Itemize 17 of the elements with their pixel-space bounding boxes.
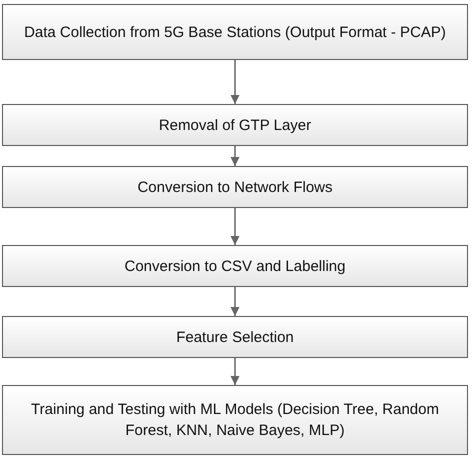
process-box (2, 4, 468, 60)
step-text: Conversion to Network Flows (137, 178, 333, 198)
process-box (2, 385, 468, 455)
step-text: Training and Testing with ML Models (Decision Tree, Random Forest, KNN, Naive Bayes, MLP) (30, 400, 440, 441)
arrow (230, 60, 240, 104)
arrow (230, 287, 240, 316)
process-box (2, 316, 468, 358)
arrow (230, 208, 240, 245)
process-box (2, 166, 468, 208)
arrow (230, 146, 240, 166)
process-box (2, 104, 468, 146)
step-text: Removal of GTP Layer (158, 116, 312, 136)
process-box (2, 245, 468, 287)
step-text: Feature Selection (176, 328, 294, 348)
arrow (230, 358, 240, 385)
step-text: Conversion to CSV and Labelling (124, 256, 346, 276)
step-text: Data Collection from 5G Base Stations (Output Format - PCAP) (24, 22, 446, 42)
